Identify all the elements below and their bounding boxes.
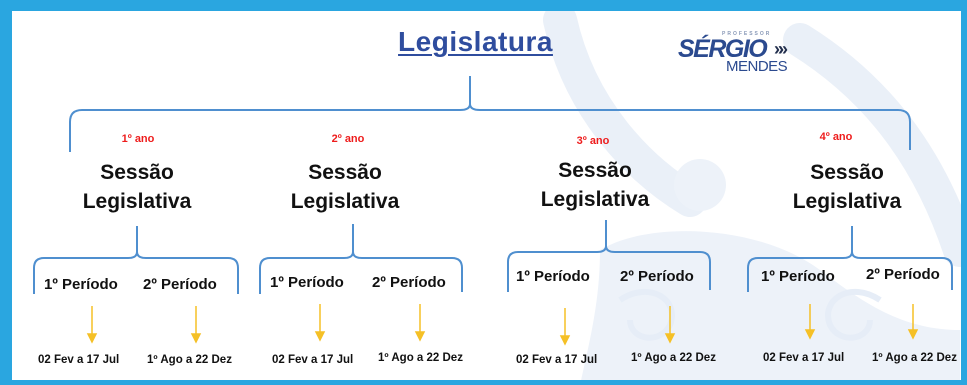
session-line-1: Sessão xyxy=(810,161,884,184)
year-label-4: 4º ano xyxy=(819,131,853,143)
period-3-1: 1º Período xyxy=(516,268,590,285)
arrow-head-1b xyxy=(190,333,202,344)
arrow-head-2b xyxy=(414,331,426,342)
session-2: Sessão Legislativa xyxy=(270,158,420,216)
logo-subtitle: MENDES xyxy=(726,58,788,75)
brand-logo: PROFESSOR SÉRGIO »» MENDES xyxy=(678,31,808,77)
period-4-1: 1º Período xyxy=(761,268,835,285)
diagram-title: Legislatura xyxy=(398,26,553,57)
date-3-1: 02 Fev a 17 Jul xyxy=(516,354,598,366)
watermark-swirl-2 xyxy=(825,288,882,341)
period-3-2: 2º Período xyxy=(620,268,694,285)
logo-small-text: PROFESSOR xyxy=(722,31,772,37)
arrow-head-2a xyxy=(314,331,326,342)
watermark-arc-right xyxy=(783,23,961,267)
session-line-2: Legislativa xyxy=(792,190,902,213)
session-line-2: Legislativa xyxy=(540,188,650,211)
chevron-right-icon: »» xyxy=(774,39,788,59)
period-1-2: 2º Período xyxy=(143,276,217,293)
session-3: Sessão Legislativa xyxy=(520,156,670,214)
arrow-head-4b xyxy=(907,329,919,340)
session-line-1: Sessão xyxy=(558,159,632,182)
arrow-head-3b xyxy=(664,333,676,344)
watermark-arc-left xyxy=(543,11,707,217)
period-1-1: 1º Período xyxy=(44,276,118,293)
date-1-2: 1º Ago a 22 Dez xyxy=(147,354,232,366)
period-bracket-1 xyxy=(33,226,239,294)
date-4-1: 02 Fev a 17 Jul xyxy=(763,352,845,364)
arrow-head-1a xyxy=(86,333,98,344)
period-bracket-4 xyxy=(747,226,953,292)
session-line-2: Legislativa xyxy=(82,190,192,213)
date-1-1: 02 Fev a 17 Jul xyxy=(38,354,120,366)
session-line-1: Sessão xyxy=(308,161,382,184)
year-label-2: 2º ano xyxy=(331,133,365,145)
period-2-1: 1º Período xyxy=(270,274,344,291)
period-bracket-3 xyxy=(507,220,711,292)
date-2-1: 02 Fev a 17 Jul xyxy=(272,354,354,366)
logo-name: SÉRGIO xyxy=(678,35,768,63)
main-bracket xyxy=(69,76,911,152)
period-2-2: 2º Período xyxy=(372,274,446,291)
watermark-shape-bottom xyxy=(581,231,960,380)
period-4-2: 2º Período xyxy=(866,266,940,283)
session-1: Sessão Legislativa xyxy=(62,158,212,216)
session-line-1: Sessão xyxy=(100,161,174,184)
session-line-2: Legislativa xyxy=(290,190,400,213)
date-4-2: 1º Ago a 22 Dez xyxy=(872,352,957,364)
year-label-3: 3º ano xyxy=(576,135,610,147)
period-bracket-2 xyxy=(259,224,463,294)
date-2-2: 1º Ago a 22 Dez xyxy=(378,352,463,364)
watermark-dot xyxy=(674,159,726,211)
session-4: Sessão Legislativa xyxy=(772,158,922,216)
year-label-1: 1º ano xyxy=(121,133,155,145)
arrow-head-3a xyxy=(559,335,571,346)
arrow-head-4a xyxy=(804,329,816,340)
date-3-2: 1º Ago a 22 Dez xyxy=(631,352,716,364)
